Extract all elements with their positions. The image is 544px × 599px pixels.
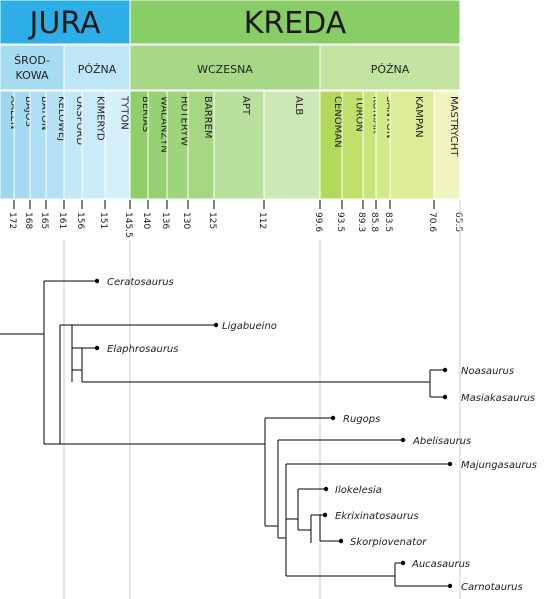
taxon-label: Masiakasaurus (461, 393, 535, 404)
epoch-cell (0, 44, 65, 91)
taxon-label: Skorpiovenator (350, 537, 427, 548)
taxon-label: Noasaurus (461, 366, 514, 377)
taxon-tip-dot (338, 538, 344, 544)
period-cell (129, 0, 461, 45)
stage-label: BARREM (202, 96, 213, 139)
taxon-tip-dot (400, 437, 406, 443)
stage-cell (213, 90, 265, 200)
stage-label: CENOMAN (332, 96, 343, 148)
stage-cell (433, 90, 461, 200)
taxon-tip-dot (94, 278, 100, 284)
taxon-tip-dot (213, 322, 219, 328)
epoch-label: ŚROD- (14, 54, 50, 67)
stage-label: BATON (39, 96, 50, 130)
taxon-tip-dot (400, 560, 406, 566)
age-label: 165 (39, 212, 49, 229)
age-label: 130 (181, 212, 191, 229)
stage-cell (104, 90, 131, 200)
stage-cell (263, 90, 321, 200)
stage-label: MASTRYCHT (448, 96, 459, 157)
stage-label: BERIAS (140, 96, 151, 132)
taxon-tip-dot (442, 394, 448, 400)
stage-label: KELOWEJ (56, 96, 67, 141)
age-label: 99.6 (313, 212, 323, 232)
taxon-label: Abelisaurus (412, 436, 471, 447)
taxon-label: Ekrixinatosaurus (335, 511, 419, 522)
stage-label: OKSFORD (74, 96, 85, 145)
age-label: 83.5 (383, 212, 393, 232)
stage-label: BAJOS (23, 96, 34, 127)
age-label: 145.5 (123, 212, 133, 238)
taxon-label: Aucasaurus (411, 559, 470, 570)
taxon-tip-dot (94, 345, 100, 351)
age-label: 65.5 (453, 212, 463, 232)
stage-label: TYTON (119, 95, 130, 130)
age-label: 89.3 (356, 212, 366, 232)
period-label: KREDA (244, 6, 347, 41)
stage-label: KIMERYD (95, 96, 106, 141)
age-label: 140 (141, 212, 151, 229)
taxon-label: Ilokelesia (335, 485, 382, 496)
age-label: 112 (257, 212, 267, 229)
epoch-label: PÓŹNA (371, 63, 410, 76)
taxon-tip-dot (330, 415, 336, 421)
age-label: 172 (7, 212, 17, 229)
age-label: 85.8 (369, 212, 379, 232)
taxon-tip-dot (322, 512, 328, 518)
taxon-tip-dot (447, 461, 453, 467)
stage-label: KAMPAN (413, 96, 424, 138)
stage-cell (187, 90, 215, 200)
taxon-tip-dot (323, 486, 329, 492)
age-label: 70.6 (427, 212, 437, 232)
epoch-label: WCZESNA (197, 63, 253, 76)
stage-label: HOTERYW (179, 96, 190, 146)
stage-label: ALB (293, 96, 304, 115)
stage-cell (389, 90, 435, 200)
period-label: JURA (28, 6, 101, 41)
age-label: 161 (57, 212, 67, 229)
epoch-cell (129, 44, 321, 91)
taxon-label: Elaphrosaurus (107, 344, 178, 355)
age-label: 168 (23, 212, 33, 229)
age-label: 151 (98, 212, 108, 229)
taxon-label: Rugops (343, 414, 380, 425)
taxon-tip-dot (447, 583, 453, 589)
stage-label: TURON (354, 95, 365, 132)
taxon-label: Carnotaurus (461, 582, 523, 593)
stage-label: APT (240, 96, 251, 116)
epoch-label: KOWA (15, 69, 49, 82)
taxon-label: Ceratosaurus (107, 277, 174, 288)
taxon-tip-dot (442, 367, 448, 373)
epoch-cell (319, 44, 461, 91)
age-label: 136 (160, 212, 170, 229)
epoch-label: PÓŹNA (78, 63, 117, 76)
taxon-label: Majungasaurus (461, 460, 537, 471)
taxon-label: Ligabueino (222, 321, 277, 332)
age-label: 93.5 (335, 212, 345, 232)
age-label: 156 (75, 212, 85, 229)
age-label: 125 (207, 212, 217, 229)
